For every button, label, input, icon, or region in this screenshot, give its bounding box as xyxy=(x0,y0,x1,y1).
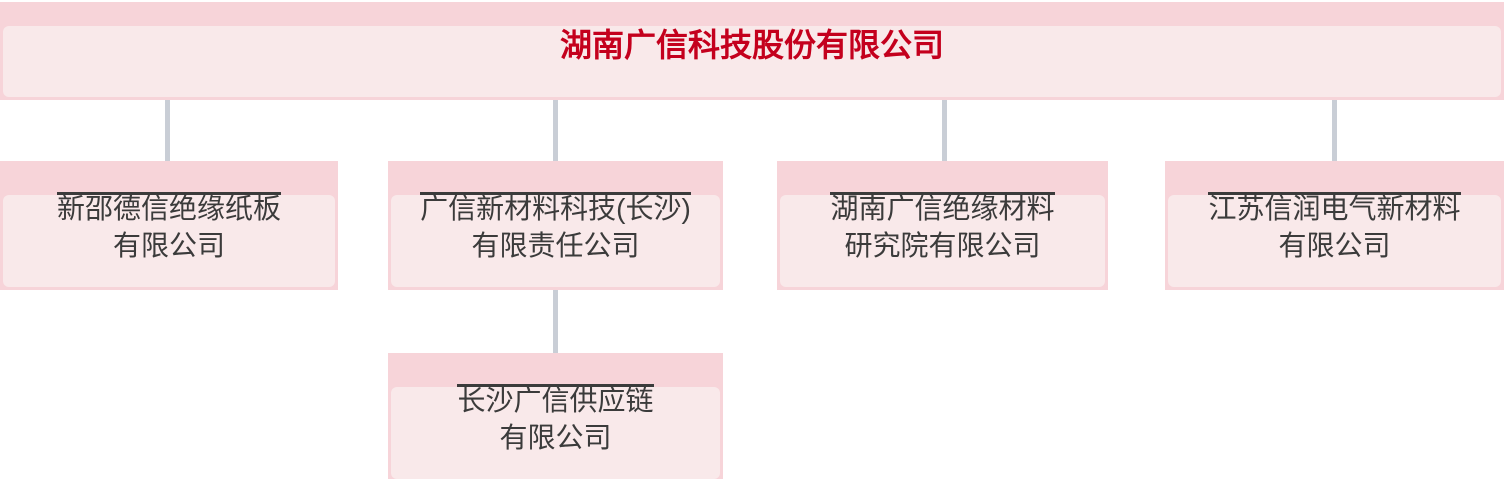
subsidiary-2-name-line2: 有限责任公司 xyxy=(471,229,640,261)
subsidiary-3-name-line1: 湖南广信绝缘材料 xyxy=(830,192,1055,224)
subsidiary-1-name: 新邵德信绝缘纸板 有限公司 xyxy=(0,161,338,290)
org-box-subsidiary-2: 广信新材料科技(长沙) 有限责任公司 xyxy=(388,161,723,290)
org-box-subsidiary-3-body xyxy=(780,195,1105,287)
org-box-subsidiary-4-body xyxy=(1168,195,1501,287)
sub-subsidiary-1-name-line1: 长沙广信供应链 xyxy=(457,384,654,416)
connector-root-to-subsidiary-3 xyxy=(942,100,947,161)
org-box-sub-subsidiary-1-body xyxy=(391,387,720,479)
subsidiary-3-name-line2: 研究院有限公司 xyxy=(844,229,1041,261)
org-box-subsidiary-1: 新邵德信绝缘纸板 有限公司 xyxy=(0,161,338,290)
sub-subsidiary-1-name-line2: 有限公司 xyxy=(499,421,612,453)
root-company-name: 湖南广信科技股份有限公司 xyxy=(559,27,944,63)
connector-root-to-subsidiary-1 xyxy=(165,100,170,161)
org-box-root-body: 湖南广信科技股份有限公司 xyxy=(3,26,1501,97)
org-box-subsidiary-3: 湖南广信绝缘材料 研究院有限公司 xyxy=(777,161,1108,290)
org-box-subsidiary-4: 江苏信润电气新材料 有限公司 xyxy=(1165,161,1504,290)
org-box-subsidiary-1-body xyxy=(3,195,335,287)
org-box-subsidiary-2-body xyxy=(391,195,720,287)
sub-subsidiary-1-name: 长沙广信供应链 有限公司 xyxy=(388,353,723,479)
connector-subsidiary-2-to-child xyxy=(553,290,558,353)
org-box-root: 湖南广信科技股份有限公司 xyxy=(0,2,1504,100)
subsidiary-4-name-line1: 江苏信润电气新材料 xyxy=(1208,192,1461,224)
subsidiary-4-name-line2: 有限公司 xyxy=(1278,229,1391,261)
subsidiary-3-name: 湖南广信绝缘材料 研究院有限公司 xyxy=(777,161,1108,290)
subsidiary-2-name-line1: 广信新材料科技(长沙) xyxy=(420,192,691,224)
connector-root-to-subsidiary-2 xyxy=(553,100,558,161)
subsidiary-1-name-line2: 有限公司 xyxy=(112,229,225,261)
subsidiary-1-name-line1: 新邵德信绝缘纸板 xyxy=(56,192,281,224)
subsidiary-2-name: 广信新材料科技(长沙) 有限责任公司 xyxy=(388,161,723,290)
connector-root-to-subsidiary-4 xyxy=(1332,100,1337,161)
org-box-sub-subsidiary-1: 长沙广信供应链 有限公司 xyxy=(388,353,723,479)
subsidiary-4-name: 江苏信润电气新材料 有限公司 xyxy=(1165,161,1504,290)
